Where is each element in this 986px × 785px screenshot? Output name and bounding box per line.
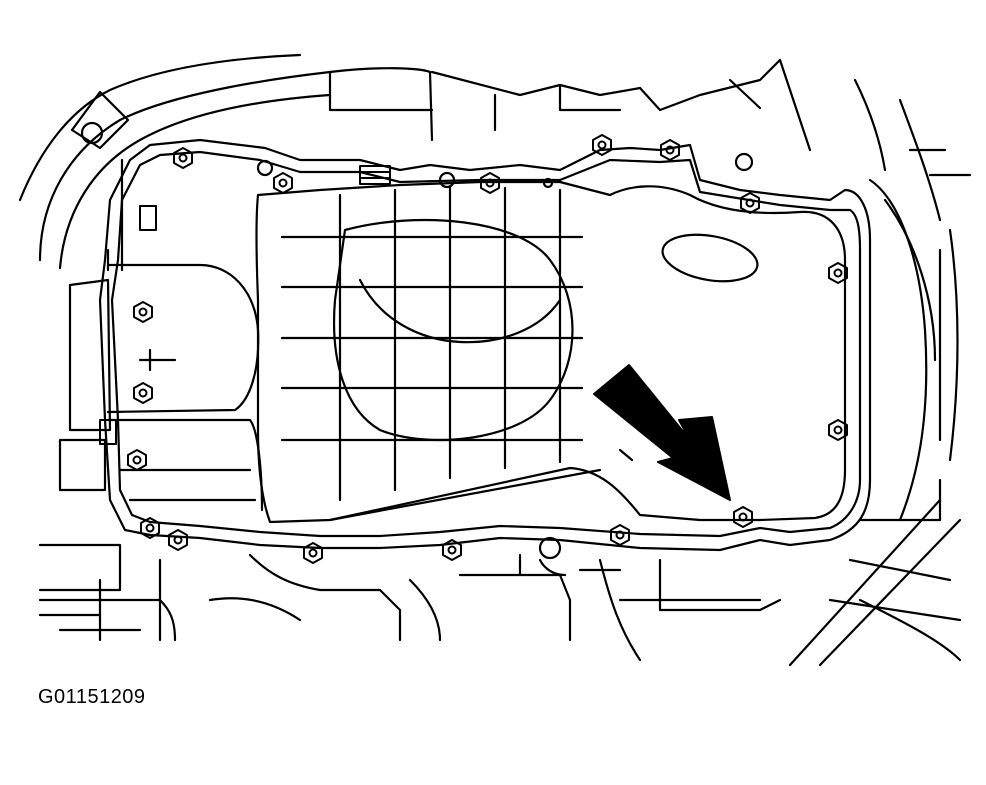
mount-hole	[256, 152, 754, 189]
pointer-arrow-icon	[593, 364, 731, 501]
engine-block-outline	[18, 53, 972, 667]
oil-pan-body	[255, 180, 847, 524]
bolt-icon	[99, 134, 848, 564]
figure-id-label: G01151209	[38, 686, 146, 708]
oil-pan-flange	[58, 138, 872, 552]
